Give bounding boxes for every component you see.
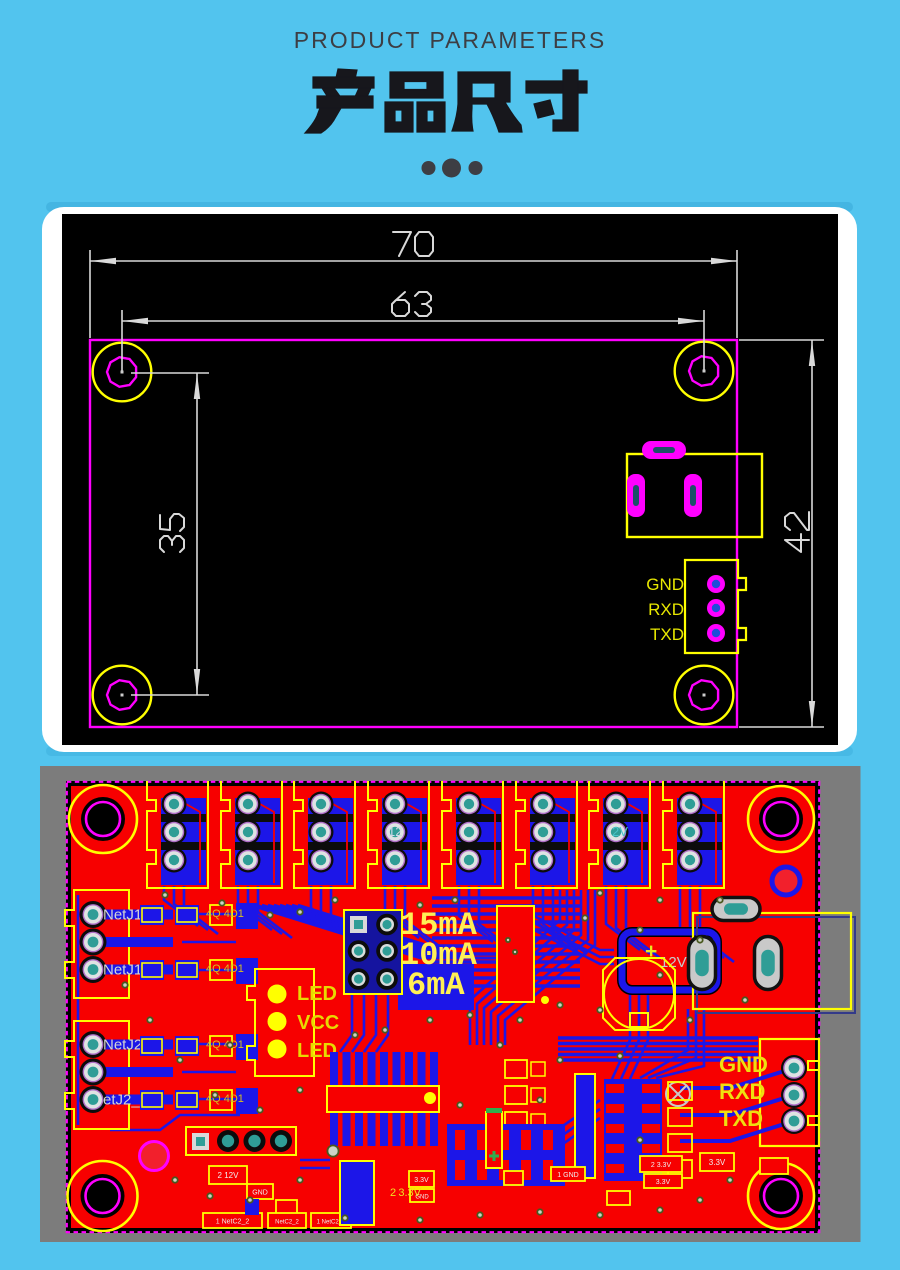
svg-text:2 3.3V: 2 3.3V: [651, 1162, 672, 1169]
svg-text:TXD: TXD: [650, 625, 684, 644]
svg-text:6mA: 6mA: [407, 967, 465, 1004]
svg-text:3.3V: 3.3V: [414, 1177, 429, 1184]
svg-text:GND: GND: [415, 1195, 429, 1201]
svg-text:12V: 12V: [660, 954, 687, 971]
svg-text:etJ2_3: etJ2_3: [103, 1092, 148, 1109]
svg-text:2 3.3V: 2 3.3V: [390, 1187, 422, 1199]
svg-text:NetJ1_: NetJ1_: [103, 962, 151, 979]
svg-text:GND: GND: [252, 1190, 268, 1197]
svg-text:RXD: RXD: [719, 1079, 765, 1104]
svg-text:15mA: 15mA: [400, 907, 478, 944]
svg-text:2V: 2V: [612, 824, 628, 839]
svg-text:3.3V: 3.3V: [656, 1179, 671, 1186]
svg-text:NetJ2: NetJ2: [103, 1037, 142, 1054]
svg-text:1 NetC2_2: 1 NetC2_2: [317, 1220, 346, 1226]
svg-text:4Q 4D1: 4Q 4D1: [206, 963, 244, 975]
svg-text:4Q 4D1: 4Q 4D1: [206, 908, 244, 920]
svg-text:NetJ1: NetJ1: [103, 907, 142, 924]
svg-text:PRODUCT PARAMETERS: PRODUCT PARAMETERS: [294, 27, 606, 53]
svg-text:VCC: VCC: [297, 1012, 339, 1034]
svg-text:LED: LED: [297, 1040, 337, 1062]
svg-text:TXD: TXD: [719, 1106, 763, 1131]
svg-text:10mA: 10mA: [400, 937, 478, 974]
svg-text:2 12V: 2 12V: [218, 1171, 240, 1180]
svg-text:3.3V: 3.3V: [709, 1158, 726, 1167]
svg-text:1 NetC2_2: 1 NetC2_2: [216, 1219, 250, 1226]
svg-text:1 GND: 1 GND: [557, 1172, 578, 1179]
svg-text:GND: GND: [646, 575, 684, 594]
svg-text:NetC2_2: NetC2_2: [275, 1220, 299, 1226]
svg-text:4Q 4D1: 4Q 4D1: [206, 1039, 244, 1051]
svg-text:RXD: RXD: [648, 600, 684, 619]
svg-text:GND: GND: [719, 1052, 768, 1077]
svg-text:12: 12: [388, 824, 402, 839]
svg-text:LED: LED: [297, 983, 337, 1005]
